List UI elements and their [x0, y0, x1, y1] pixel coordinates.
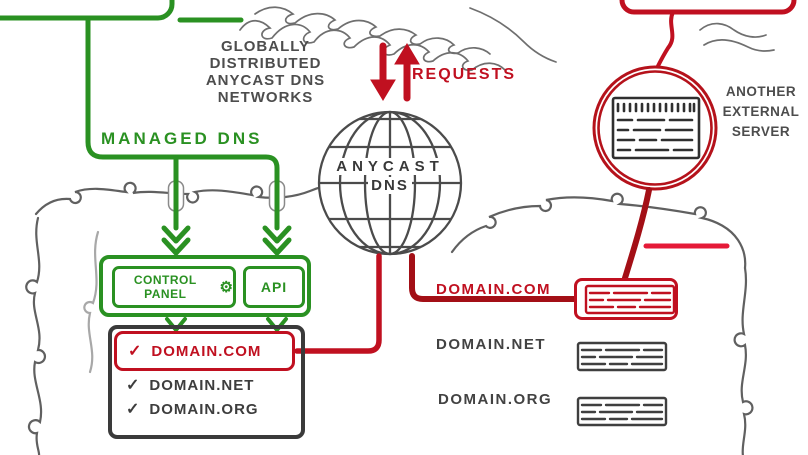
requests-label: REQUESTS: [412, 66, 517, 83]
zone-label-org: DOMAIN.ORG: [438, 391, 553, 408]
external-server-caption: ANOTHER EXTERNAL SERVER: [714, 82, 808, 142]
globe-label: ANYCAST DNS: [318, 158, 462, 194]
wire-master-to-zone-file: [622, 187, 652, 281]
zone-file-icon-net: [576, 341, 668, 372]
network-caption-line: DISTRIBUTED: [209, 55, 322, 72]
external-server-caption-line: SERVER: [731, 124, 791, 139]
domain-row-net: ✓ DOMAIN.NET: [126, 375, 254, 395]
globe-label-line2: DNS: [368, 177, 412, 194]
zone-file-icon-org: [576, 396, 668, 427]
arrow-to-api: [262, 225, 292, 256]
external-top-box: [619, 0, 797, 15]
domain-list-box: [108, 325, 305, 439]
arrow-up-icon: [394, 43, 420, 65]
request-arrows: [370, 42, 420, 102]
api-box: API: [243, 266, 305, 308]
external-server-icon: [592, 65, 718, 191]
check-icon: ✓: [126, 377, 141, 394]
domain-row-com-highlighted: ✓ DOMAIN.COM: [114, 331, 295, 371]
managed-dns-label: MANAGED DNS: [101, 129, 263, 148]
network-caption-line: ANYCAST DNS: [205, 72, 326, 89]
gear-icon: ⚙: [219, 278, 233, 296]
domain-label: DOMAIN.NET: [149, 376, 255, 394]
managed-dns-wires: [0, 0, 292, 332]
api-label: API: [260, 279, 288, 295]
arrow-to-control-panel: [161, 225, 191, 256]
zone-label-com: DOMAIN.COM: [436, 281, 551, 298]
wire-globe-to-domain-list: [294, 253, 382, 354]
sketch-scribbles: [239, 6, 775, 72]
domain-row-org: ✓ DOMAIN.ORG: [126, 399, 259, 419]
check-icon: ✓: [126, 401, 141, 418]
cloud-outline-left: [25, 181, 342, 455]
zone-transfer-wires: [294, 187, 730, 354]
zone-label-net: DOMAIN.NET: [436, 336, 546, 353]
check-icon: ✓: [128, 343, 143, 360]
network-caption-line: GLOBALLY: [220, 38, 311, 55]
cloud-crossing-connectors: [167, 180, 286, 212]
managed-dns-tools-box: CONTROL PANEL ⚙ API: [99, 255, 311, 317]
control-panel-label: CONTROL PANEL: [133, 273, 197, 301]
managed-dns-top-box: [0, 0, 175, 21]
control-panel-box: CONTROL PANEL ⚙: [112, 266, 236, 308]
cloud-outline-right: [450, 192, 754, 455]
arrow-api-to-domains: [266, 317, 288, 332]
globe-label-line1: ANYCAST: [333, 158, 447, 175]
external-server-caption-line: EXTERNAL: [722, 104, 800, 119]
network-caption-line: NETWORKS: [217, 89, 314, 106]
wire-globe-to-zone-file: [409, 253, 577, 302]
external-server-top-link: [619, 0, 797, 68]
domain-label: DOMAIN.COM: [151, 342, 262, 360]
highlighted-zone-file-box: [574, 278, 678, 320]
network-caption: GLOBALLY DISTRIBUTED ANYCAST DNS NETWORK…: [188, 38, 343, 106]
external-server-caption-line: ANOTHER: [725, 84, 797, 99]
arrow-control-panel-to-domains: [165, 317, 187, 332]
arrow-down-icon: [370, 79, 396, 101]
domain-label: DOMAIN.ORG: [149, 400, 259, 418]
